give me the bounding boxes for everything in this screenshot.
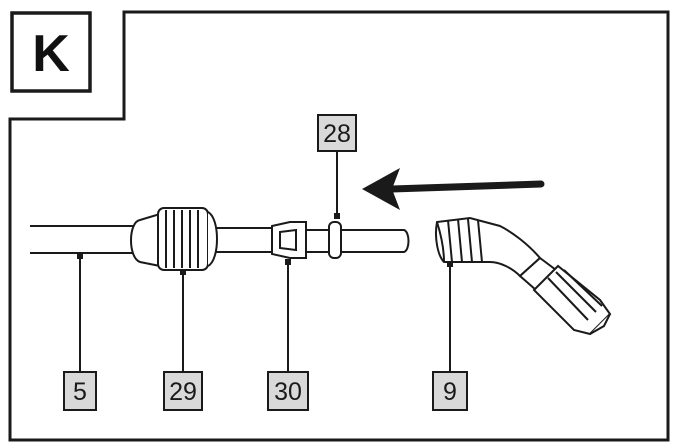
callout-9: 9 xyxy=(432,371,468,411)
nozzle xyxy=(434,216,612,336)
coupling-nut xyxy=(130,207,218,271)
lance-tube xyxy=(30,225,140,254)
direction-arrow xyxy=(362,168,545,210)
step-letter-box: K xyxy=(10,11,92,93)
clip-sleeve xyxy=(271,221,328,259)
callout-30: 30 xyxy=(267,371,309,411)
callout-28-label: 28 xyxy=(323,120,351,148)
leader-lines xyxy=(77,151,453,372)
callout-29: 29 xyxy=(163,371,203,411)
diagram-frame xyxy=(8,10,670,442)
callout-28: 28 xyxy=(317,114,357,152)
tube-end xyxy=(341,229,410,253)
callout-9-label: 9 xyxy=(443,378,457,406)
callout-30-label: 30 xyxy=(274,378,302,406)
callout-5: 5 xyxy=(63,371,97,411)
callout-29-label: 29 xyxy=(169,378,197,406)
tube-segment xyxy=(216,227,272,253)
callout-5-label: 5 xyxy=(73,378,87,406)
step-letter: K xyxy=(32,25,70,83)
o-ring xyxy=(328,221,342,259)
